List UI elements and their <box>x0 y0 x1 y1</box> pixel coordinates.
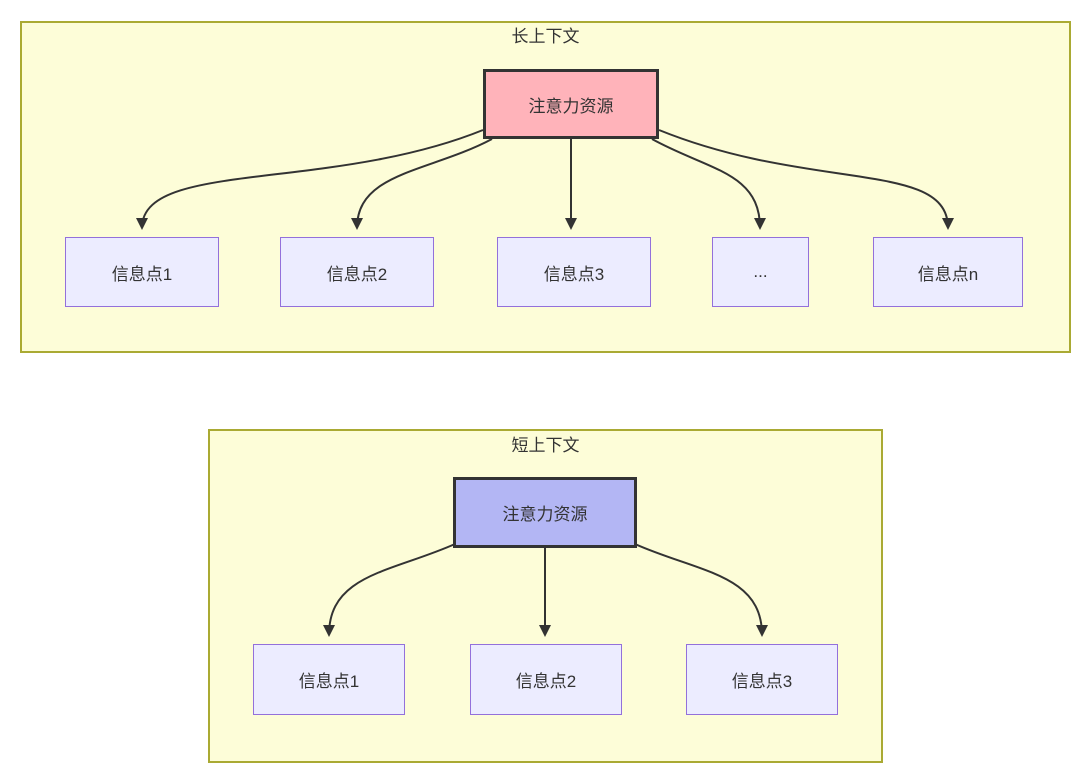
short-context-title: 短上下文 <box>511 436 580 455</box>
info-node-long-n-label: 信息点n <box>917 264 979 284</box>
info-node-short-1: 信息点1 <box>253 644 405 715</box>
info-node-long-2: 信息点2 <box>280 237 434 307</box>
attention-node-long: 注意力资源 <box>483 69 659 139</box>
info-node-short-1-label: 信息点1 <box>298 672 360 691</box>
info-node-long-1: 信息点1 <box>65 237 219 307</box>
info-node-short-3: 信息点3 <box>686 644 838 715</box>
info-node-long-1-label: 信息点1 <box>111 264 173 284</box>
info-node-long-3: 信息点3 <box>497 237 651 307</box>
attention-node-short: 注意力资源 <box>453 477 637 548</box>
attention-node-short-label: 注意力资源 <box>502 505 588 524</box>
info-node-long-3-label: 信息点3 <box>543 264 605 284</box>
long-context-title: 长上下文 <box>511 27 580 46</box>
info-node-short-2: 信息点2 <box>470 644 622 715</box>
attention-node-long-label: 注意力资源 <box>528 96 614 116</box>
info-node-long-n: 信息点n <box>873 237 1023 307</box>
info-node-long-ellipsis: ... <box>712 237 809 307</box>
info-node-short-2-label: 信息点2 <box>515 672 577 691</box>
info-node-long-ellipsis-label: ... <box>753 262 768 281</box>
info-node-long-2-label: 信息点2 <box>326 264 388 284</box>
info-node-short-3-label: 信息点3 <box>731 672 793 691</box>
